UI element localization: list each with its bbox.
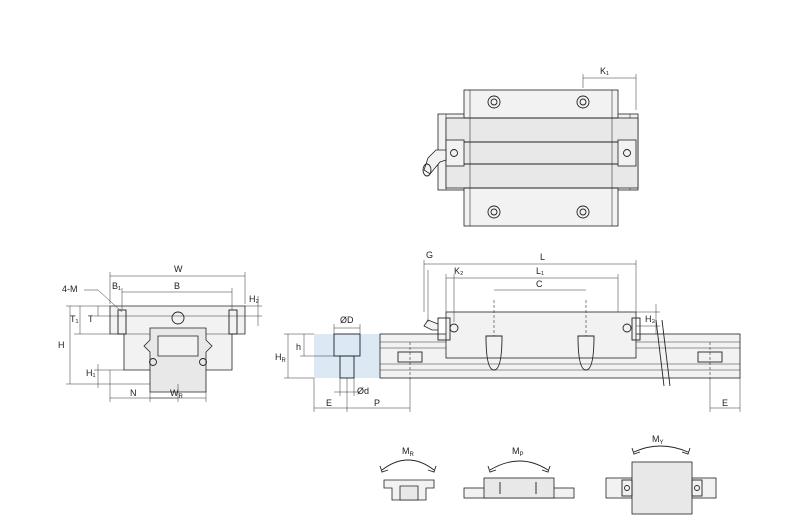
- label-h3: H₃: [645, 314, 655, 324]
- moment-my: MY: [605, 434, 717, 515]
- label-g: G: [426, 250, 433, 260]
- label-h: H: [58, 340, 65, 350]
- label-hr: HR: [275, 352, 287, 364]
- label-l: L: [540, 252, 545, 262]
- label-w: W: [174, 264, 183, 274]
- label-my: MY: [652, 434, 664, 446]
- label-mp: MP: [512, 446, 524, 458]
- label-e-right: E: [722, 398, 728, 408]
- label-c: C: [536, 279, 543, 289]
- label-k1: K₁: [600, 66, 609, 76]
- top-view: K₁: [422, 66, 639, 227]
- end-view: W B B₁ 4-M H₂ T₁ T H H₁: [58, 264, 262, 402]
- label-b1: B₁: [112, 281, 121, 291]
- label-h1: H₁: [86, 368, 96, 378]
- label-phi-d-small: Ød: [357, 386, 369, 396]
- side-view: L G K₂ L₁ C H₃ ØD HR h Ød: [275, 250, 741, 412]
- label-b: B: [174, 281, 180, 291]
- label-phi-d-large: ØD: [340, 315, 354, 325]
- label-k2: K₂: [454, 266, 464, 276]
- label-wr: WR: [170, 388, 184, 400]
- moment-mp: MP: [463, 446, 575, 499]
- label-t1: T₁: [70, 314, 79, 324]
- label-h2: H₂: [249, 294, 259, 304]
- moment-mr: MR: [379, 446, 437, 501]
- label-4m: 4-M: [62, 284, 78, 294]
- label-h-small: h: [296, 342, 301, 352]
- label-n: N: [130, 388, 137, 398]
- label-l1: L₁: [536, 266, 544, 276]
- label-t: T: [88, 314, 94, 324]
- label-p: P: [374, 398, 380, 408]
- label-e-left: E: [326, 398, 332, 408]
- label-mr: MR: [402, 446, 415, 458]
